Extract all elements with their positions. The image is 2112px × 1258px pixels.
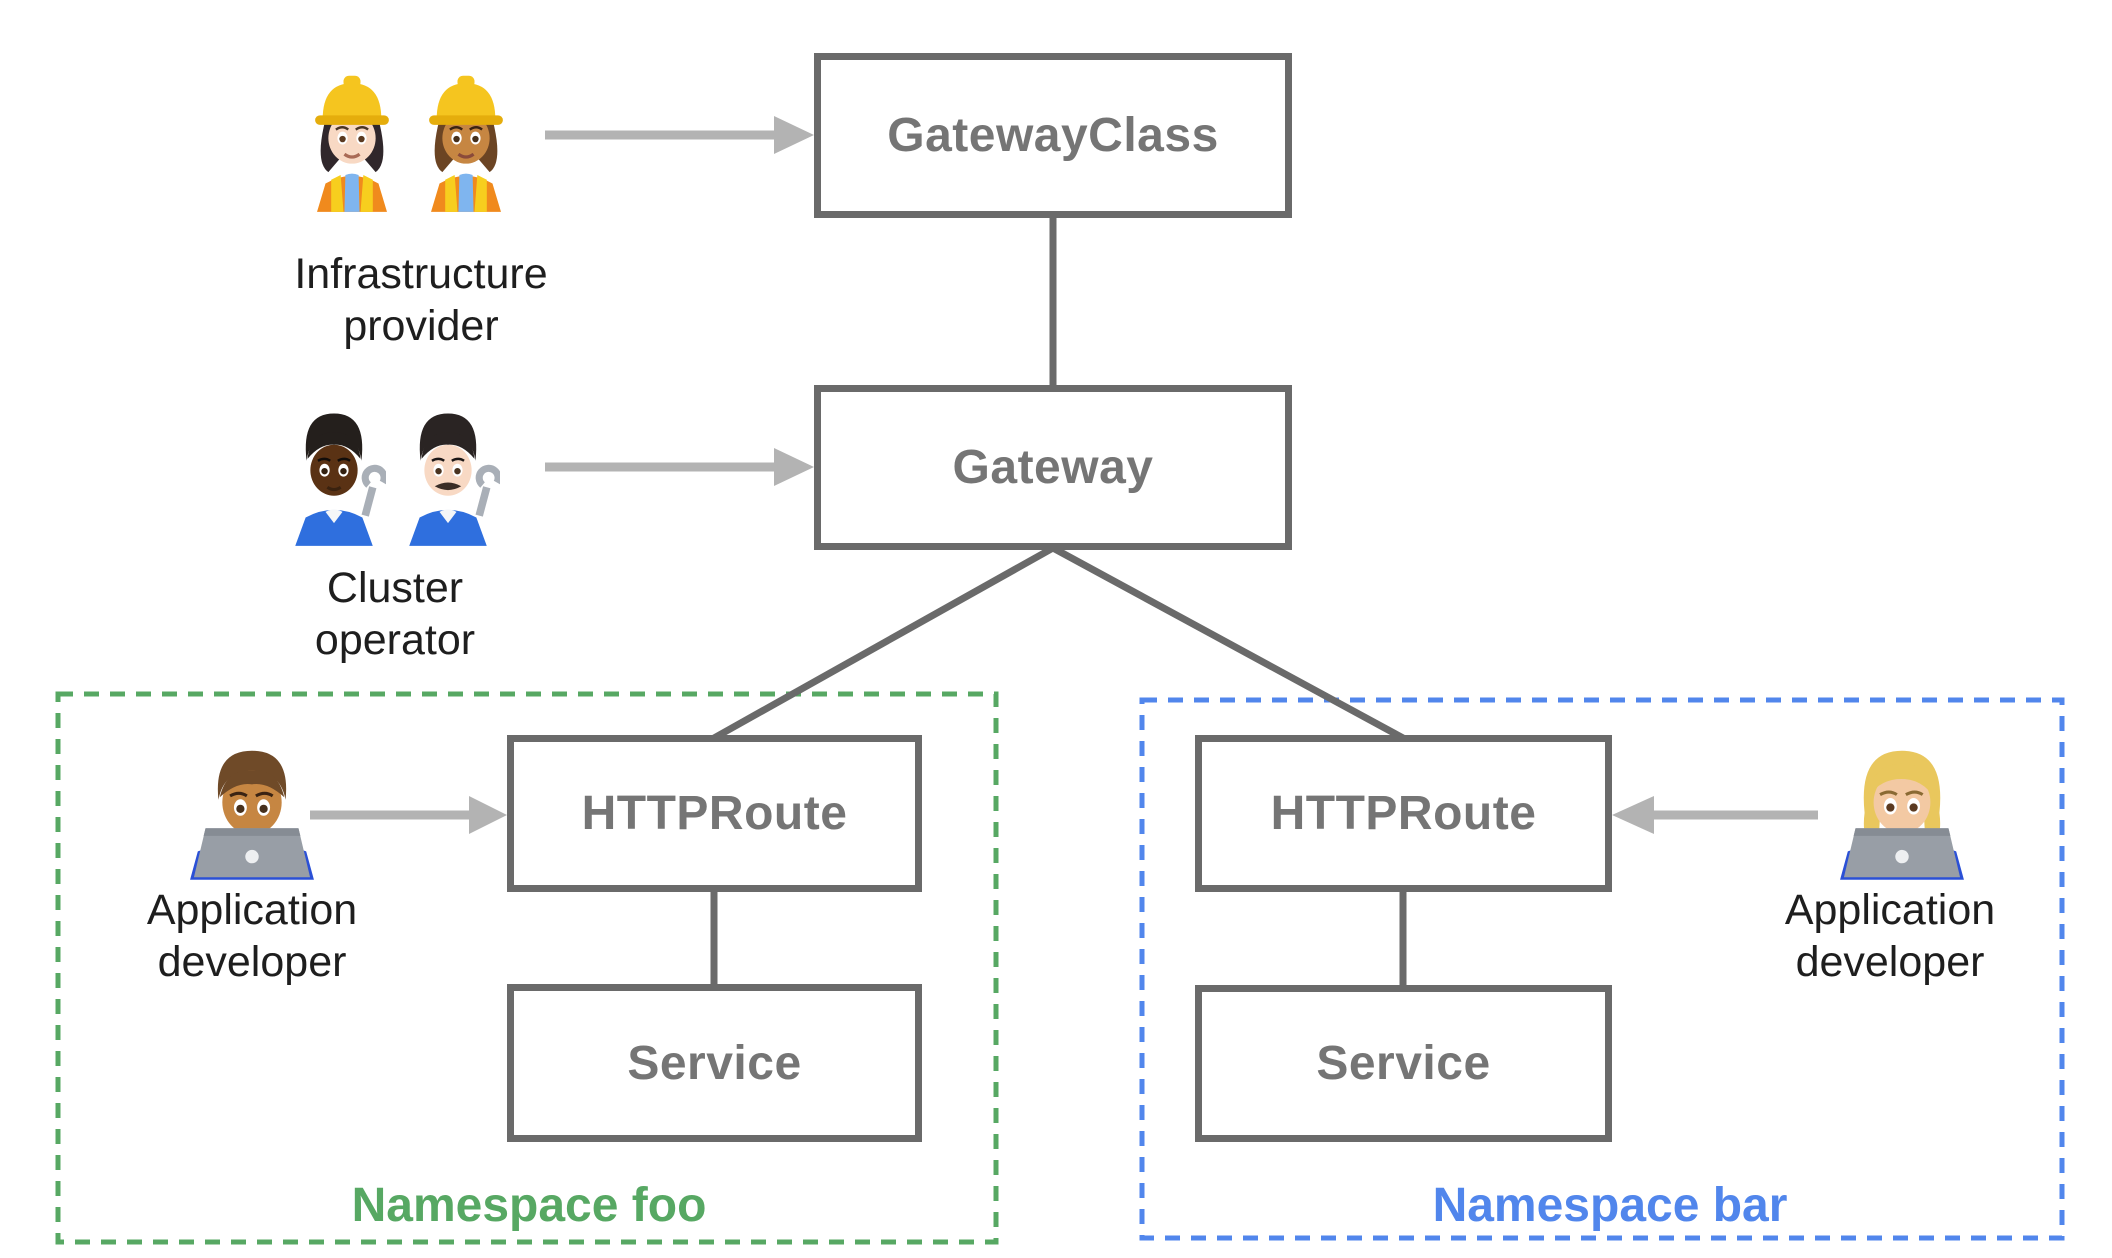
node-gateway-label: Gateway <box>952 441 1154 494</box>
man-mechanic-light-skin-icon <box>409 413 500 546</box>
node-httproute-foo: HTTPRoute <box>507 735 922 892</box>
cluster-operator-label-line1: Cluster <box>326 564 464 612</box>
infrastructure-provider-label-line1: Infrastructure <box>294 250 548 298</box>
mechanic-dark-skin-icon <box>295 413 386 546</box>
cluster-operator-icons <box>282 400 500 548</box>
namespace-bar-label: Namespace bar <box>1432 1179 1788 1232</box>
woman-construction-worker-medium-icon <box>429 75 503 212</box>
app-developer-bar-icons <box>1822 748 1982 885</box>
node-httproute-foo-label: HTTPRoute <box>581 787 848 840</box>
infrastructure-provider-label: Infrastructure provider <box>294 248 547 353</box>
node-gatewayclass: GatewayClass <box>814 53 1292 218</box>
node-gateway: Gateway <box>814 385 1292 550</box>
cluster-operator-label-line2: operator <box>314 616 476 665</box>
node-gatewayclass-label: GatewayClass <box>887 109 1219 162</box>
node-httproute-bar-label: HTTPRoute <box>1270 787 1537 840</box>
app-developer-bar-label-line1: Application <box>1784 886 1996 934</box>
app-developer-bar-label: Application developer <box>1785 884 1995 989</box>
node-service-foo: Service <box>507 984 922 1142</box>
namespace-foo-label: Namespace foo <box>351 1179 707 1232</box>
app-developer-foo-label: Application developer <box>147 884 357 989</box>
arrow-app-developer-to-httproute-foo <box>310 796 507 834</box>
arrow-cluster-operator-to-gateway <box>545 448 814 486</box>
connector-gateway-httproute-bar <box>1051 544 1405 742</box>
arrow-app-developer-to-httproute-bar <box>1612 796 1818 834</box>
app-developer-bar-label-line2: developer <box>1795 938 1985 987</box>
woman-construction-worker-light-icon <box>315 75 389 212</box>
app-developer-foo-label-line1: Application <box>146 886 358 934</box>
cluster-operator-label: Cluster operator <box>315 562 475 667</box>
app-developer-foo-label-line2: developer <box>157 938 347 987</box>
namespace-foo-boundary <box>55 691 999 1245</box>
node-service-bar: Service <box>1195 985 1612 1142</box>
connector-gateway-httproute-foo <box>712 544 1055 742</box>
node-httproute-bar: HTTPRoute <box>1195 735 1612 892</box>
node-service-foo-label: Service <box>627 1036 802 1090</box>
infrastructure-provider-icons <box>300 66 518 214</box>
arrow-infrastructure-provider-to-gatewayclass <box>545 116 814 154</box>
woman-technologist-icon <box>1840 750 1964 880</box>
node-service-bar-label: Service <box>1316 1037 1491 1090</box>
infrastructure-provider-label-line2: provider <box>343 302 499 351</box>
man-technologist-icon <box>190 750 314 880</box>
app-developer-foo-icons <box>172 748 332 885</box>
